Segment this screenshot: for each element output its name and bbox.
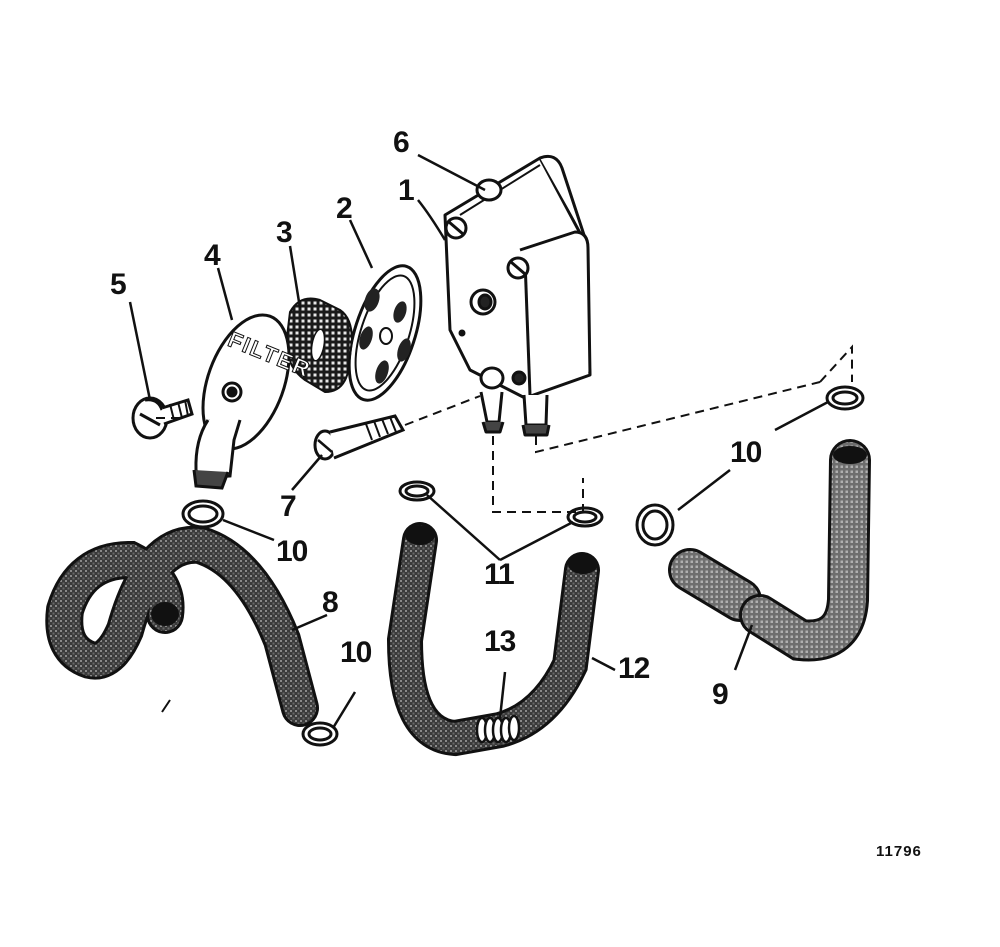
fuel-hose-8 [45, 525, 319, 727]
hose-clamp-11-right [566, 506, 604, 528]
hose-clamp-10-mid [635, 503, 675, 547]
callout-10-mid: 10 [730, 436, 762, 469]
cover-screw [131, 396, 194, 440]
hose-clamp-10-top [825, 385, 865, 411]
hose-clamp-11-left [398, 480, 436, 502]
filter-screen [284, 297, 354, 394]
callout-6: 6 [393, 126, 410, 159]
hose-clamp-10-left [181, 499, 225, 529]
diaphragm-plate [347, 264, 423, 402]
callout-13: 13 [484, 625, 516, 658]
figure-number: 11796 [876, 843, 922, 860]
callout-7: 7 [280, 490, 297, 523]
pump-outlet-fitting-left [479, 391, 505, 434]
assembly-guide-lines [150, 344, 853, 513]
hose-clamp-10-bottom [301, 721, 339, 747]
pump-screw-right [506, 256, 530, 280]
fuel-pump-body [443, 154, 592, 437]
pump-mounting-screw [313, 414, 406, 461]
callout-leader-lines [128, 153, 829, 729]
callout-8: 8 [322, 586, 339, 619]
fuel-hose-12 [386, 522, 600, 757]
pump-outlet-fitting-right [521, 394, 551, 437]
callout-11: 11 [484, 558, 515, 591]
callout-10-bottom: 10 [340, 636, 372, 669]
callout-9: 9 [712, 678, 729, 711]
callout-5: 5 [110, 268, 127, 301]
fuel-hose-9 [668, 439, 871, 662]
callout-4: 4 [204, 239, 221, 272]
callout-1: 1 [398, 174, 415, 207]
filter-cover [192, 313, 291, 490]
spring-coil-13 [475, 714, 521, 744]
callout-3: 3 [276, 216, 293, 249]
pump-screw-left [444, 216, 468, 240]
callout-2: 2 [336, 192, 353, 225]
stray-mark [161, 699, 171, 713]
callout-12: 12 [618, 652, 650, 685]
callout-10-left: 10 [276, 535, 308, 568]
